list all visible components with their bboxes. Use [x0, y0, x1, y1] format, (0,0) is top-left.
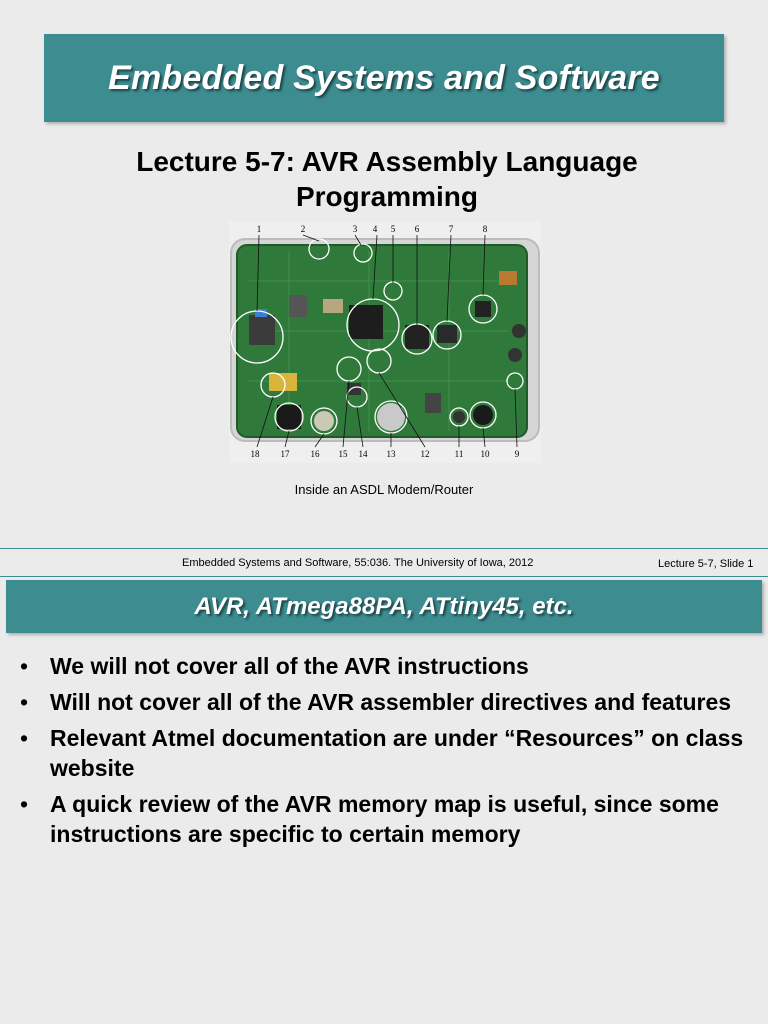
slide1-title-banner: Embedded Systems and Software — [44, 34, 724, 122]
bullet-item: • Will not cover all of the AVR assemble… — [20, 687, 760, 717]
slide1-subtitle: Lecture 5-7: AVR Assembly Language Progr… — [136, 146, 638, 212]
photo-label: 14 — [359, 449, 369, 459]
photo-label: 4 — [373, 224, 378, 234]
photo-label: 16 — [311, 449, 321, 459]
bullet-marker: • — [20, 689, 29, 715]
bullet-item: • Relevant Atmel documentation are under… — [20, 723, 760, 783]
photo-label: 13 — [387, 449, 397, 459]
photo-label: 3 — [353, 224, 358, 234]
photo-label: 6 — [415, 224, 420, 234]
footer-course-info: Embedded Systems and Software, 55:036. T… — [182, 557, 534, 569]
bullet-text: A quick review of the AVR memory map is … — [50, 791, 719, 847]
bullet-item: • A quick review of the AVR memory map i… — [20, 789, 760, 849]
bullet-text: Will not cover all of the AVR assembler … — [50, 689, 732, 715]
photo-label: 18 — [251, 449, 261, 459]
bullet-item: • We will not cover all of the AVR instr… — [20, 651, 760, 681]
slide1-title: Embedded Systems and Software — [108, 58, 660, 97]
photo-label: 9 — [515, 449, 520, 459]
photo-caption: Inside an ASDL Modem/Router — [294, 482, 474, 497]
photo-label: 12 — [421, 449, 430, 459]
photo-label: 2 — [301, 224, 306, 234]
bullet-list: • We will not cover all of the AVR instr… — [20, 651, 760, 855]
photo-label: 10 — [481, 449, 491, 459]
footer-divider — [0, 548, 768, 549]
photo-label: 1 — [257, 224, 262, 234]
photo-label: 7 — [449, 224, 454, 234]
modem-router-photo: 1 2 3 4 5 6 7 8 9 10 11 12 13 14 15 16 1… — [229, 221, 541, 463]
footer-slide-number: Lecture 5-7, Slide 1 — [658, 558, 754, 570]
photo-label: 11 — [455, 449, 464, 459]
bullet-text: We will not cover all of the AVR instruc… — [50, 653, 529, 679]
bullet-marker: • — [20, 791, 29, 817]
photo-label: 5 — [391, 224, 396, 234]
bullet-marker: • — [20, 653, 29, 679]
photo-label: 15 — [339, 449, 349, 459]
bullet-text: Relevant Atmel documentation are under “… — [50, 725, 744, 781]
slide2-title-banner: AVR, ATmega88PA, ATtiny45, etc. — [6, 580, 762, 633]
pcb-illustration: 1 2 3 4 5 6 7 8 9 10 11 12 13 14 15 16 1… — [230, 224, 540, 459]
slide2-title: AVR, ATmega88PA, ATtiny45, etc. — [194, 592, 574, 620]
photo-label: 17 — [281, 449, 291, 459]
photo-label: 8 — [483, 224, 488, 234]
bullet-marker: • — [20, 725, 29, 751]
slide-divider — [0, 576, 768, 577]
